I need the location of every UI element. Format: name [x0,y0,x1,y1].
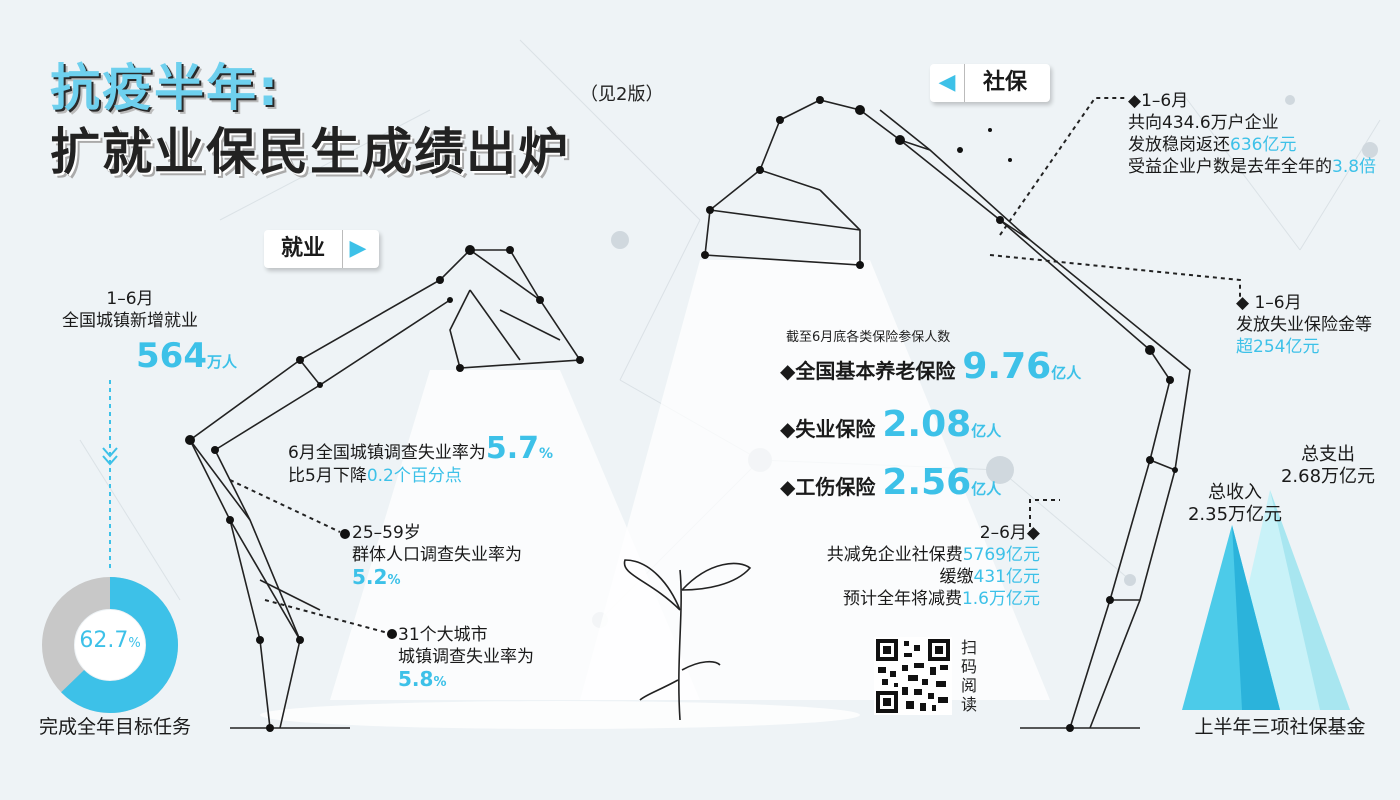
age-group-rate-unit: % [387,573,401,588]
social-security-tag: ◀ 社保 [930,64,1050,102]
new-jobs-value: 564 [136,336,207,376]
unemployment-insurance-value: 2.08 [882,404,972,445]
refund-line-1: 共向434.6万户企业 [1128,113,1279,133]
refund-line-2: 发放稳岗返还 [1128,135,1230,155]
new-jobs-period: 1–6月 [106,289,154,309]
fund-expense-value: 2.68万亿元 [1280,466,1376,487]
june-change-value: 0.2个百分点 [366,466,462,486]
june-unemployment-block: 6月全国城镇调查失业率为5.7% 比5月下降0.2个百分点 [288,434,588,487]
fee-deferral-amount: 431亿元 [973,567,1040,587]
arrow-left-icon: ◀ [938,70,956,95]
arrow-right-icon: ▶ [349,236,367,261]
donut-completed [42,577,178,713]
injury-insurance-value: 2.56 [882,462,972,503]
june-rate-unit: % [538,446,554,462]
completion-value: 62.7 [79,628,129,653]
main-subtitle: 扩就业保民生成绩出炉 [50,123,570,181]
unemployment-benefit-label: 发放失业保险金等 [1236,315,1372,335]
fund-caption: 上半年三项社保基金 [1194,716,1366,738]
city-block: 31个大城市 城镇调查失业率为 5.8% [398,624,618,694]
fund-income-label: 总收入 [1208,482,1262,503]
fund-expense: 总支出 2.68万亿元 [1268,444,1388,488]
fee-relief-amount: 5769亿元 [962,545,1040,565]
annual-relief-label: 预计全年将减费 [842,589,962,609]
age-group-block: 25–59岁 群体人口调查失业率为 5.2% [352,522,572,592]
qr-label-char-2: 码 [960,657,977,676]
refund-multiple: 3.8倍 [1332,157,1377,177]
insured-caption: 截至6月底各类保险参保人数 [786,330,951,345]
june-rate-line: 6月全国城镇调查失业率为5.7% [288,434,588,465]
annual-relief-amount: 1.6万亿元 [961,589,1040,609]
injury-insurance-label: ◆工伤保险 [780,475,876,499]
injury-insurance-unit: 亿人 [971,480,1002,498]
employment-tag-label: 就业 [280,236,325,261]
june-change-text: 比5月下降 [288,466,367,486]
june-change-line: 比5月下降0.2个百分点 [288,465,588,487]
fund-expense-label: 总支出 [1301,444,1355,465]
social-tag-label: 社保 [982,70,1027,95]
june-rate-value: 5.7 [485,431,539,466]
pension-insurance-label: ◆全国基本养老保险 [780,359,956,383]
unemployment-benefit-block: ◆ 1–6月 发放失业保险金等 超254亿元 [1236,292,1396,358]
new-jobs-label: 全国城镇新增就业 [62,311,198,331]
employment-tag: 就业 ▶ [264,230,379,268]
june-rate-text: 6月全国城镇调查失业率为 [288,443,486,463]
qr-code[interactable] [874,637,952,715]
qr-label-char-4: 读 [960,695,977,714]
unemployment-insurance-unit: 亿人 [971,422,1002,440]
unemployment-insurance-row: ◆失业保险 2.08亿人 [780,404,1001,445]
city-group: 31个大城市 [398,625,488,645]
fee-relief-period: 2–6月◆ [979,523,1040,543]
age-group-rate: 5.2 [352,565,388,589]
city-rate-unit: % [433,675,447,690]
refund-block: ◆1–6月 共向434.6万户企业 发放稳岗返还636亿元 受益企业户数是去年全… [1128,90,1398,178]
qr-label-char-3: 阅 [960,676,977,695]
unemployment-insurance-label: ◆失业保险 [780,417,876,441]
refund-period: ◆1–6月 [1128,91,1189,111]
qr-label-char-1: 扫 [960,638,977,657]
down-arrow-icon [102,380,118,570]
age-group-label: 群体人口调查失业率为 [352,545,522,565]
completion-percent: 62.7% [40,628,180,653]
fund-triangles [1182,490,1350,710]
fund-income: 总收入 2.35万亿元 [1180,482,1290,526]
new-jobs-value-row: 564万人 [136,336,237,376]
fund-income-value: 2.35万亿元 [1187,504,1283,525]
pension-insurance-row: ◆全国基本养老保险 9.76亿人 [780,346,1081,387]
unemployment-benefit-amount: 超254亿元 [1236,337,1320,357]
completion-label: 完成全年目标任务 [38,716,191,738]
pension-insurance-unit: 亿人 [1051,364,1082,382]
fee-relief-line-1: 共减免企业社保费 [826,545,963,565]
new-jobs-unit: 万人 [206,353,237,371]
refund-line-3: 受益企业户数是去年全年的 [1128,157,1332,177]
pension-insurance-value: 9.76 [962,346,1052,387]
city-rate: 5.8 [398,667,434,691]
main-title: 抗疫半年: [50,59,280,117]
injury-insurance-row: ◆工伤保险 2.56亿人 [780,462,1001,503]
fee-deferral-label: 缓缴 [939,567,974,587]
completion-symbol: % [128,636,141,651]
new-jobs-block: 1–6月 全国城镇新增就业 [40,288,220,332]
page-reference: （见2版） [580,84,664,105]
refund-amount: 636亿元 [1230,135,1297,155]
city-label: 城镇调查失业率为 [398,647,534,667]
unemployment-benefit-period: ◆ 1–6月 [1236,293,1302,313]
age-group-range: 25–59岁 [352,523,421,543]
qr-label: 扫 码 阅 读 [958,638,980,714]
fee-relief-block: 2–6月◆ 共减免企业社保费5769亿元 缓缴431亿元 预计全年将减费1.6万… [790,522,1040,610]
completion-donut [42,577,178,713]
